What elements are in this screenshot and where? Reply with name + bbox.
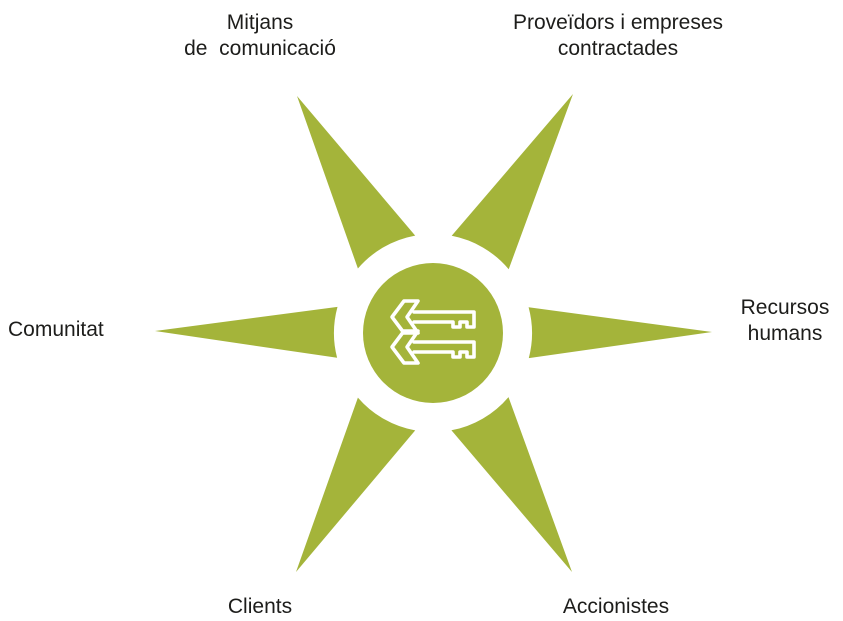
ray-clients xyxy=(296,397,416,572)
keys-icon xyxy=(390,299,476,365)
label-line: de comunicació xyxy=(184,37,336,60)
label-recursos-humans: Recursos humans xyxy=(731,295,839,347)
label-line: Recursos xyxy=(740,296,830,319)
star-rays xyxy=(155,94,712,572)
label-line: Accionistes xyxy=(562,595,670,618)
label-accionistes: Accionistes xyxy=(546,594,686,620)
ray-proveidors xyxy=(451,94,573,270)
ray-mitjans xyxy=(297,96,416,269)
ray-comunitat xyxy=(155,306,338,358)
label-comunitat: Comunitat xyxy=(8,317,104,343)
label-proveidors-i-empreses-contractades: Proveïdors i empreses contractades xyxy=(478,10,758,62)
ray-recursos xyxy=(528,307,712,359)
ray-accionistes xyxy=(451,397,572,572)
center-circle xyxy=(363,263,503,403)
label-clients: Clients xyxy=(210,594,310,620)
label-line: contractades xyxy=(557,37,679,60)
label-line: Comunitat xyxy=(8,318,104,341)
label-mitjans-de-comunicacio: Mitjans de comunicació xyxy=(160,10,360,62)
label-line: Clients xyxy=(227,595,293,618)
label-line: humans xyxy=(747,322,823,345)
label-line: Proveïdors i empreses xyxy=(512,11,724,34)
label-line: Mitjans xyxy=(226,11,294,34)
